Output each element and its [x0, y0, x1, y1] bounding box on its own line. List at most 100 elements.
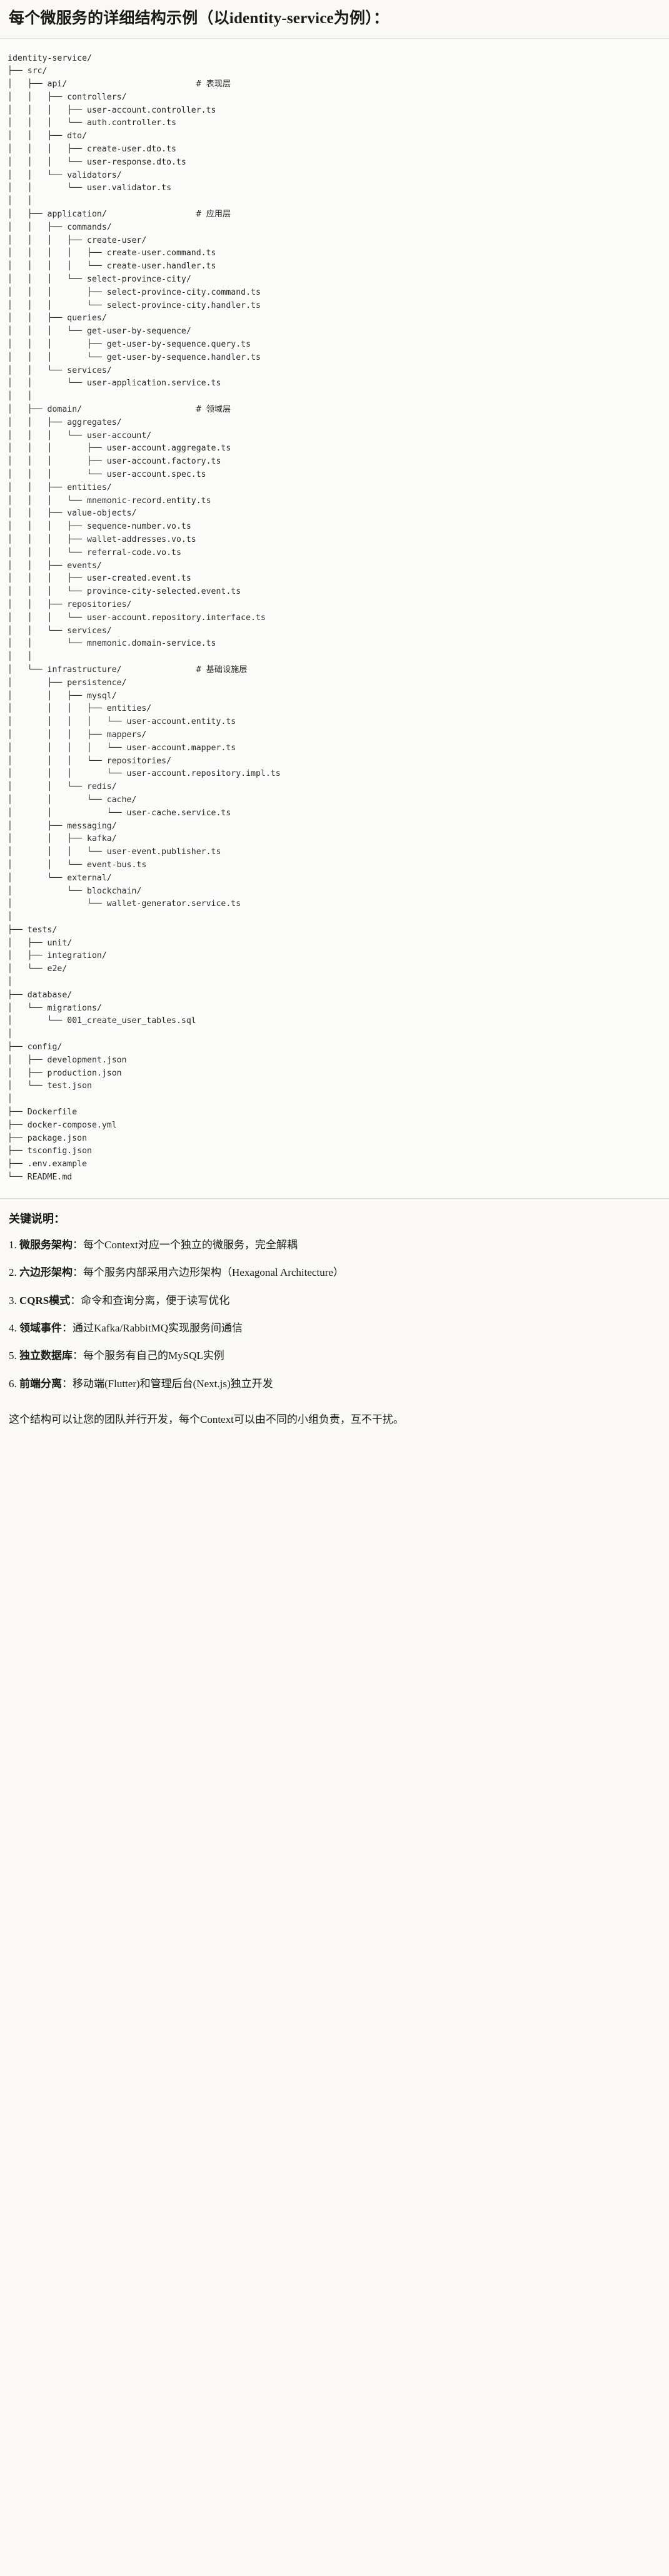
key-point-term: 独立数据库: [19, 1350, 73, 1362]
key-point-separator: ：: [73, 1239, 83, 1251]
tree-line: │ │ │ └── auth.controller.ts: [8, 118, 176, 128]
tree-line: │ │ │ │ └── create-user.handler.ts: [8, 262, 216, 272]
tree-line: │: [8, 977, 13, 987]
key-point-description: 每个Context对应一个独立的微服务，完全解耦: [83, 1239, 298, 1251]
key-point-term: 前端分离: [19, 1377, 62, 1390]
tree-line: │ │ │ └── user-account/: [8, 430, 152, 440]
tree-line: │ └── infrastructure/ # 基础设施层: [8, 664, 248, 675]
tree-line: │ │ ├── events/: [8, 561, 102, 571]
tree-line: │ └── e2e/: [8, 964, 68, 974]
closing-paragraph: 这个结构可以让您的团队并行开发，每个Context可以由不同的小组负责，互不干扰…: [9, 1413, 404, 1426]
key-point-term: CQRS模式: [19, 1294, 71, 1306]
key-point-description: 每个服务有自己的MySQL实例: [83, 1350, 224, 1362]
tree-line: │ │ │ │ └── user-account.entity.ts: [8, 717, 236, 727]
tree-line: │ │ └── redis/: [8, 782, 117, 792]
tree-line: │ │ │ ├── user-account.aggregate.ts: [8, 444, 231, 454]
tree-line: │ │ │ └── referral-code.vo.ts: [8, 547, 181, 557]
tree-line: │ ├── messaging/: [8, 821, 117, 831]
tree-line: ├── database/: [8, 990, 73, 1000]
key-point-description: 命令和查询分离，便于读写优化: [81, 1294, 230, 1306]
tree-line: │ └── migrations/: [8, 1003, 102, 1013]
tree-line: │ ├── persistence/: [8, 678, 127, 688]
tree-line: │ ├── integration/: [8, 951, 107, 961]
tree-line: ├── Dockerfile: [8, 1107, 78, 1117]
key-points-heading: 关键说明：: [9, 1212, 65, 1225]
tree-line: │ │ │ └── user-account.repository.interf…: [8, 613, 266, 623]
directory-tree: identity-service/├── src/│ ├── api/ # 表现…: [8, 53, 661, 1184]
tree-line: │ │ │ ├── entities/: [8, 704, 152, 714]
tree-line: │ │ └── user.validator.ts: [8, 183, 172, 193]
key-point-number: 5.: [9, 1350, 17, 1362]
tree-line: │ └── blockchain/: [8, 886, 142, 896]
key-point-number: 1.: [9, 1239, 17, 1251]
tree-line: │ ├── production.json: [8, 1068, 122, 1078]
tree-line: ├── src/: [8, 66, 48, 76]
tree-line: ├── tsconfig.json: [8, 1146, 92, 1156]
page-title: 每个微服务的详细结构示例（以identity-service为例）：: [9, 10, 390, 27]
tree-line: │ │ │ │ └── user-account.mapper.ts: [8, 743, 236, 753]
tree-line: │ ├── domain/ # 领域层: [8, 405, 231, 415]
tree-line: │ │ │ └── get-user-by-sequence.handler.t…: [8, 352, 261, 362]
code-block-content: identity-service/├── src/│ ├── api/ # 表现…: [0, 53, 669, 1184]
key-point-item: 5. 独立数据库：每个服务有自己的MySQL实例: [9, 1348, 660, 1364]
tree-line: │ │ │ └── mnemonic-record.entity.ts: [8, 496, 211, 506]
tree-line: │ │ │ └── user-response.dto.ts: [8, 157, 186, 167]
tree-line: │ │ │ ├── get-user-by-sequence.query.ts: [8, 340, 251, 350]
tree-line: │ │ │ └── user-account.spec.ts: [8, 470, 206, 479]
key-point-term: 领域事件: [19, 1322, 62, 1335]
tree-line: │ │ └── services/: [8, 365, 112, 375]
tree-line: ├── config/: [8, 1042, 63, 1052]
key-point-number: 4.: [9, 1322, 17, 1335]
tree-line: │ │ ├── dto/: [8, 131, 88, 141]
tree-line: │ │ └── validators/: [8, 170, 122, 180]
tree-line: ├── package.json: [8, 1133, 88, 1143]
key-point-separator: ：: [70, 1294, 81, 1306]
key-point-description: 移动端(Flutter)和管理后台(Next.js)独立开发: [73, 1377, 273, 1390]
key-point-number: 3.: [9, 1294, 17, 1306]
key-point-term: 六边形架构: [19, 1266, 73, 1279]
key-point-separator: ：: [62, 1322, 73, 1335]
tree-line: │ │ │ ├── select-province-city.command.t…: [8, 287, 261, 297]
tree-line: │ │ ├── value-objects/: [8, 509, 137, 519]
tree-line: │ │ └── services/: [8, 626, 112, 636]
tree-line: │ └── 001_create_user_tables.sql: [8, 1016, 196, 1026]
key-point-item: 6. 前端分离：移动端(Flutter)和管理后台(Next.js)独立开发: [9, 1376, 660, 1392]
tree-line: │ │ │ └── province-city-selected.event.t…: [8, 587, 241, 597]
tree-line: ├── tests/: [8, 925, 58, 935]
tree-line: ├── docker-compose.yml: [8, 1120, 117, 1130]
tree-line: │ │ │ └── select-province-city.handler.t…: [8, 300, 261, 310]
document-page: 每个微服务的详细结构示例（以identity-service为例）： ident…: [0, 10, 669, 1426]
tree-line: ├── .env.example: [8, 1159, 88, 1169]
tree-line: │ ├── development.json: [8, 1055, 127, 1065]
tree-line: │ │ │ ├── user-account.factory.ts: [8, 457, 221, 467]
tree-line: │ │ ├── repositories/: [8, 599, 132, 609]
tree-line: │ └── wallet-generator.service.ts: [8, 899, 241, 909]
tree-line: │ │ │ ├── create-user/: [8, 235, 147, 245]
tree-line: │ │ ├── mysql/: [8, 691, 117, 701]
tree-line: │: [8, 1029, 13, 1039]
tree-line: │ │ ├── entities/: [8, 482, 112, 492]
tree-line: │ │ └── user-cache.service.ts: [8, 808, 231, 818]
tree-line: │ │ │ ├── wallet-addresses.vo.ts: [8, 534, 196, 544]
key-point-description: 每个服务内部采用六边形架构（Hexagonal Architecture）: [83, 1266, 344, 1279]
tree-line: identity-service/: [8, 53, 92, 63]
tree-line: │ │ │ └── repositories/: [8, 756, 172, 766]
key-point-term: 微服务架构: [19, 1239, 73, 1251]
tree-line: │ │ │ ├── mappers/: [8, 730, 147, 740]
tree-line: │ │ └── user-application.service.ts: [8, 379, 221, 389]
key-point-item: 4. 领域事件：通过Kafka/RabbitMQ实现服务间通信: [9, 1320, 660, 1336]
tree-line: │: [8, 1094, 13, 1104]
key-point-separator: ：: [73, 1350, 83, 1362]
tree-line: │ │ ├── kafka/: [8, 834, 117, 844]
key-point-item: 2. 六边形架构：每个服务内部采用六边形架构（Hexagonal Archite…: [9, 1265, 660, 1281]
key-point-number: 6.: [9, 1377, 17, 1390]
key-point-separator: ：: [62, 1377, 73, 1390]
tree-line: │ │ │ ├── user-created.event.ts: [8, 574, 191, 584]
key-point-separator: ：: [73, 1266, 83, 1279]
tree-line: │ │ ├── queries/: [8, 313, 107, 323]
tree-line: │ └── test.json: [8, 1081, 92, 1091]
tree-line: │ │ ├── controllers/: [8, 92, 127, 102]
tree-line: │ │ │ └── user-event.publisher.ts: [8, 847, 221, 857]
tree-line: │ │ │ │ ├── create-user.command.ts: [8, 248, 216, 258]
